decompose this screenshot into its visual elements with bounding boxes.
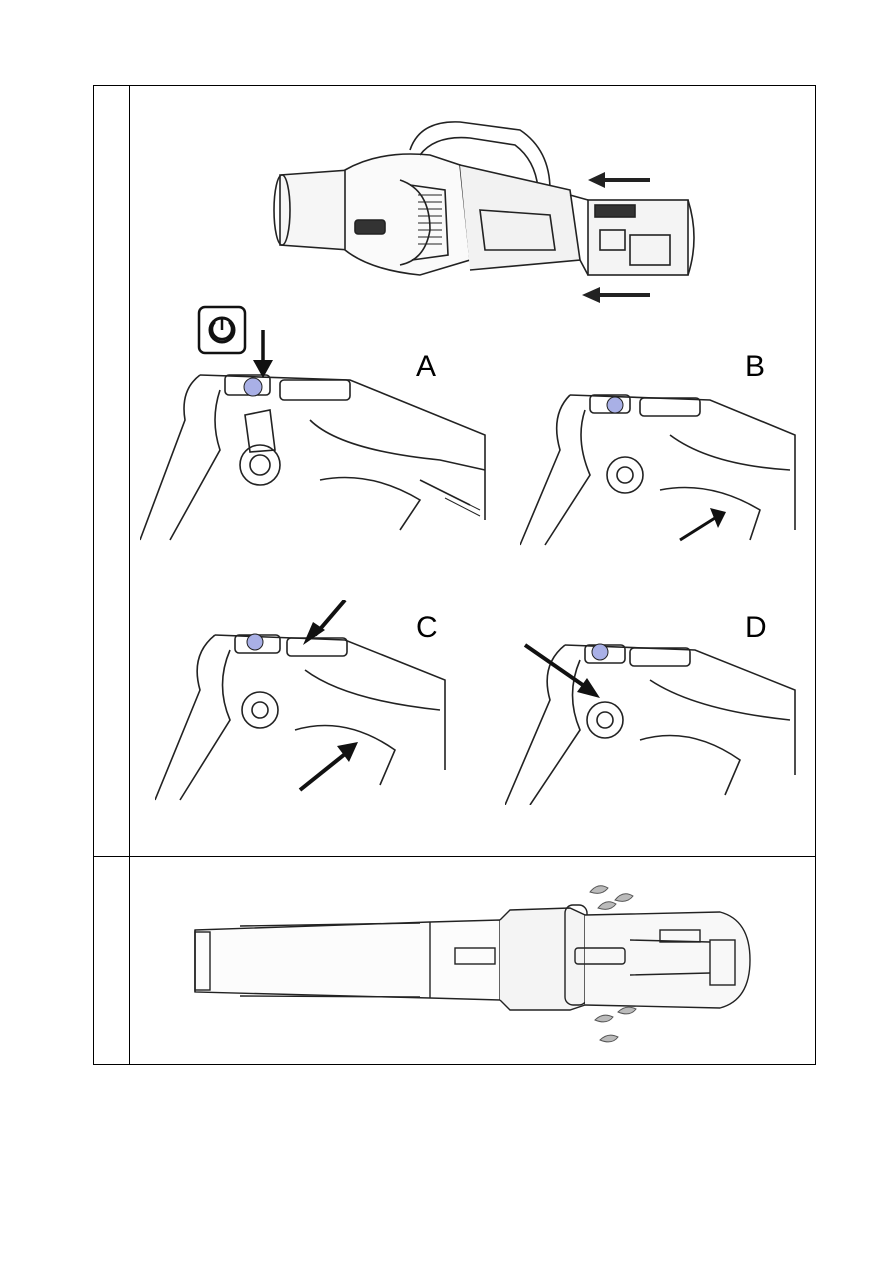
- handle-illustration-d: [505, 600, 800, 805]
- table-column-divider: [129, 85, 130, 1065]
- table-row-divider: [93, 856, 816, 857]
- handle-illustration-b: [520, 380, 800, 550]
- battery-insertion-illustration: [270, 110, 710, 310]
- handle-illustration-a: [140, 330, 490, 545]
- blower-top-view-illustration: [190, 880, 770, 1055]
- handle-illustration-c: [155, 600, 455, 805]
- panel-label-b: B: [745, 350, 765, 384]
